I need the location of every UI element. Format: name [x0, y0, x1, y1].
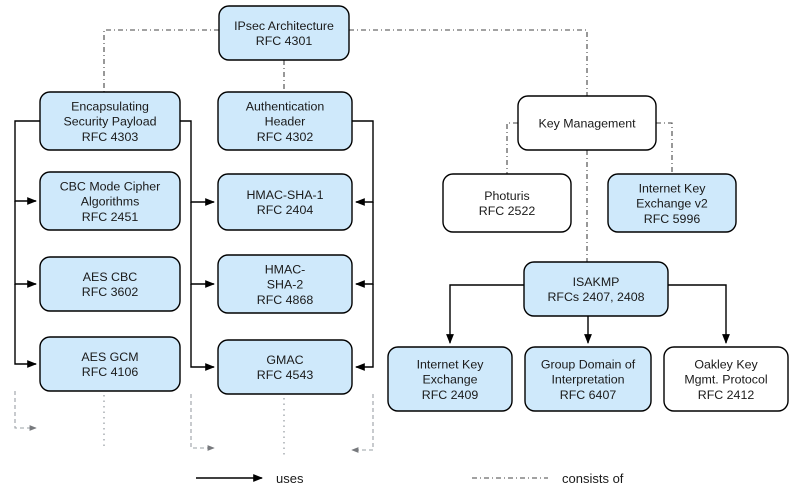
node-label-ipsec-line-0: IPsec Architecture [234, 19, 334, 33]
ghost-edge-0 [14, 391, 37, 431]
consists-of-edge-keymgmt-to-photuris [506, 122, 518, 174]
node-label-esp-line-2: RFC 4303 [82, 130, 139, 144]
legend-consists-of-label: consists of [562, 471, 624, 486]
node-label-gdoi-line-1: Interpretation [551, 373, 624, 387]
node-label-ikev2-line-2: RFC 5996 [644, 212, 701, 226]
node-keymgmt[interactable]: Key Management [517, 95, 657, 151]
node-label-sha2-line-1: SHA-2 [267, 278, 304, 292]
node-box-ipsec[interactable] [218, 5, 350, 61]
uses-edge-isakmp-to-oakley [668, 284, 730, 344]
node-label-isakmp-line-1: RFCs 2407, 2408 [547, 290, 644, 304]
node-label-esp-line-1: Security Payload [64, 115, 157, 129]
node-label-ah-line-2: RFC 4302 [257, 130, 314, 144]
node-label-oakley-line-1: Mgmt. Protocol [684, 373, 767, 387]
node-label-keymgmt-line-0: Key Management [538, 117, 636, 131]
node-label-ike-line-0: Internet Key [417, 357, 485, 371]
node-label-photuris-line-1: RFC 2522 [479, 204, 536, 218]
uses-edge-esp-to-gmac [190, 284, 215, 371]
uses-edge-isakmp-to-ike [446, 284, 524, 344]
node-box-ikev2[interactable] [607, 173, 737, 233]
diagram-legend: uses consists of [196, 471, 624, 486]
uses-edge-ah-to-sha1 [352, 120, 374, 206]
uses-edge-esp-to-sha1 [180, 120, 215, 206]
node-label-gmac-line-0: GMAC [266, 353, 303, 367]
legend-uses-label: uses [276, 471, 304, 486]
node-box-ike[interactable] [387, 346, 513, 412]
node-label-sha2-line-2: RFC 4868 [257, 293, 314, 307]
node-box-sha1[interactable] [217, 173, 353, 231]
node-label-sha1-line-1: RFC 2404 [257, 203, 314, 217]
node-box-aescbc[interactable] [39, 256, 181, 312]
node-label-aesgcm-line-0: AES GCM [81, 350, 138, 364]
node-box-gdoi[interactable] [524, 346, 652, 412]
node-label-cbc-line-1: Algorithms [81, 195, 140, 209]
uses-edge-esp-to-cbc [14, 120, 40, 205]
node-label-isakmp-line-0: ISAKMP [573, 275, 620, 289]
node-box-ah[interactable] [217, 91, 353, 151]
consists-of-edge-keymgmt-to-ikev2 [656, 122, 673, 174]
node-label-ah-line-1: Header [265, 115, 306, 129]
node-label-aescbc-line-0: AES CBC [83, 270, 137, 284]
node-label-ike-line-2: RFC 2409 [422, 388, 479, 402]
ghost-edges [14, 391, 374, 453]
node-label-esp-line-0: Encapsulating [71, 99, 149, 113]
node-label-cbc-line-0: CBC Mode Cipher [60, 179, 161, 193]
ghost-edge-2 [351, 394, 374, 453]
node-label-aescbc-line-1: RFC 3602 [82, 285, 139, 299]
node-box-sha2[interactable] [217, 254, 353, 314]
node-box-oakley[interactable] [663, 346, 789, 412]
dotted-edges [103, 395, 285, 455]
node-label-ike-line-1: Exchange [422, 373, 477, 387]
node-label-gmac-line-1: RFC 4543 [257, 368, 314, 382]
node-box-cbc[interactable] [39, 171, 181, 231]
node-label-gdoi-line-0: Group Domain of [541, 357, 636, 371]
consists-of-edges [103, 29, 673, 262]
node-box-keymgmt[interactable] [517, 95, 657, 151]
node-label-oakley-line-0: Oakley Key [694, 357, 758, 371]
consists-of-edge-ipsec-to-esp [103, 29, 219, 92]
node-box-aesgcm[interactable] [39, 336, 181, 392]
node-box-isakmp[interactable] [523, 261, 669, 317]
node-label-sha2-line-0: HMAC- [265, 262, 306, 276]
uses-edge-ah-to-gmac [355, 284, 374, 371]
node-label-ikev2-line-0: Internet Key [639, 181, 707, 195]
node-label-ipsec-line-1: RFC 4301 [256, 34, 313, 48]
node-label-photuris-line-0: Photuris [484, 189, 529, 203]
uses-edges [14, 120, 730, 371]
node-label-sha1-line-0: HMAC-SHA-1 [246, 188, 323, 202]
node-label-ikev2-line-1: Exchange v2 [636, 197, 708, 211]
node-box-gmac[interactable] [217, 339, 353, 395]
node-label-gdoi-line-2: RFC 6407 [560, 388, 617, 402]
node-label-cbc-line-2: RFC 2451 [82, 210, 139, 224]
ghost-edge-1 [190, 394, 215, 451]
node-label-ah-line-0: Authentication [246, 99, 325, 113]
node-label-aesgcm-line-1: RFC 4106 [82, 365, 139, 379]
node-box-photuris[interactable] [442, 173, 572, 233]
node-label-oakley-line-2: RFC 2412 [698, 388, 755, 402]
uses-edge-esp-to-aesgcm [14, 284, 37, 368]
node-box-esp[interactable] [39, 91, 181, 151]
